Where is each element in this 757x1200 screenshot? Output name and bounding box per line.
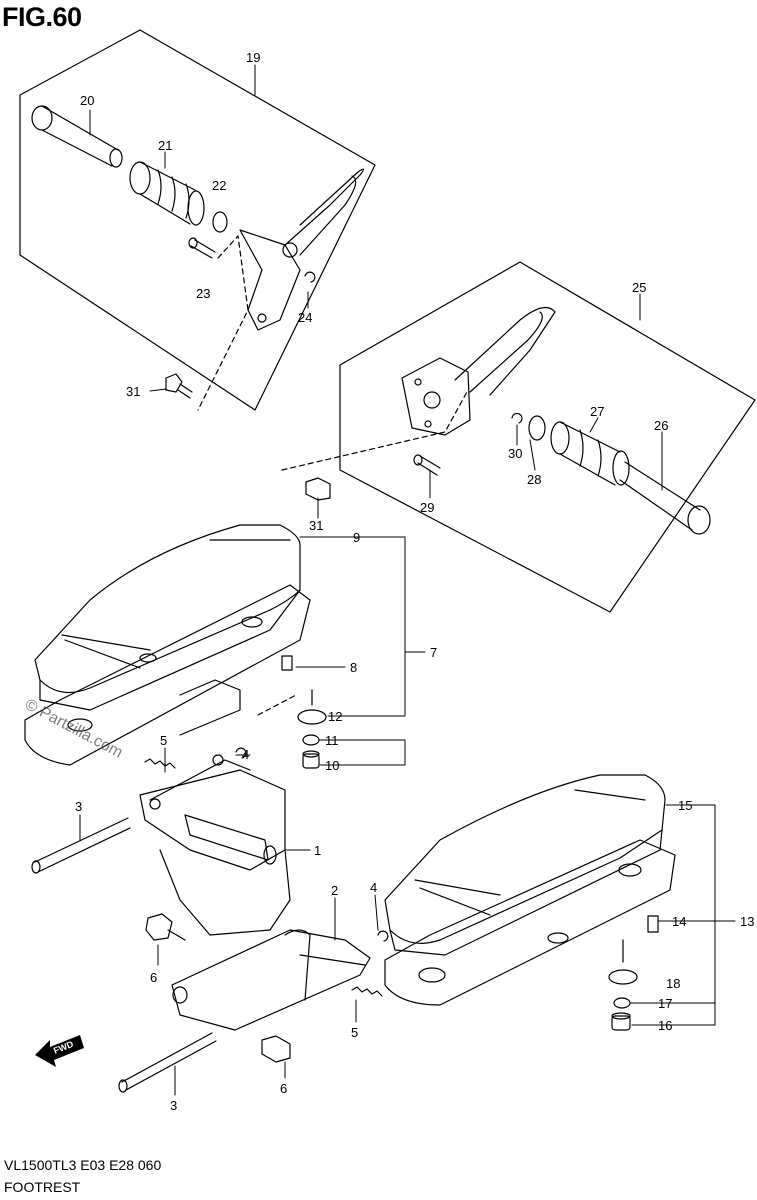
spring-part-5-upper	[144, 758, 176, 769]
bracket-right	[401, 306, 556, 436]
grip-part-21	[129, 161, 205, 226]
hinge-bracket-part-1	[139, 754, 291, 936]
clip-part-30	[511, 412, 523, 424]
washer-part-12	[297, 709, 327, 725]
callout-13: 13	[740, 914, 754, 929]
callout-28: 28	[527, 472, 541, 487]
callout-3-lower: 3	[170, 1098, 177, 1113]
washer-part-11	[302, 734, 320, 746]
callout-23: 23	[196, 286, 210, 301]
washer-part-22	[212, 211, 228, 233]
callout-22: 22	[212, 178, 226, 193]
callout-15: 15	[678, 798, 692, 813]
callout-20: 20	[80, 93, 94, 108]
callout-4-lower: 4	[370, 880, 377, 895]
rod-part-3-upper	[31, 817, 131, 874]
assembly-25-outline	[339, 261, 756, 613]
callout-26: 26	[654, 418, 668, 433]
callout-25: 25	[632, 280, 646, 295]
callout-3-upper: 3	[75, 799, 82, 814]
callout-4-upper: 4	[242, 747, 249, 762]
callout-5-lower: 5	[351, 1025, 358, 1040]
lower-bracket-part-2	[171, 929, 371, 1031]
callout-21: 21	[158, 138, 172, 153]
callout-6-lower: 6	[280, 1081, 287, 1096]
washer-part-17	[613, 997, 631, 1009]
washer-part-18	[608, 969, 638, 985]
callout-30: 30	[508, 446, 522, 461]
clip-part-24	[304, 271, 316, 283]
footboard-right	[384, 774, 676, 1006]
bracket-upper-left	[239, 168, 365, 331]
callout-31-lower: 31	[309, 518, 323, 533]
rod-part-3-lower	[118, 1032, 217, 1093]
forward-arrow-icon: FWD	[35, 1035, 84, 1067]
clip-part-4-upper	[235, 747, 247, 759]
spring-part-5-lower	[351, 986, 383, 997]
callout-9: 9	[353, 530, 360, 545]
callout-5-upper: 5	[160, 733, 167, 748]
callout-7: 7	[430, 645, 437, 660]
bolt-part-14	[647, 915, 659, 933]
callout-1: 1	[314, 843, 321, 858]
rod-part-26	[619, 461, 711, 535]
bolt-part-31-upper	[165, 373, 193, 399]
footboard-left	[24, 524, 311, 766]
washer-part-28	[528, 415, 546, 441]
grip-part-27	[550, 421, 630, 486]
section-name: FOOTREST	[4, 1179, 81, 1195]
bolt-part-6-lower	[261, 1035, 291, 1063]
assembly-19-outline	[19, 29, 376, 411]
callout-2: 2	[331, 883, 338, 898]
callout-24: 24	[298, 310, 312, 325]
rod-part-20	[31, 105, 123, 168]
clip-part-4-lower	[377, 930, 389, 942]
nut-part-10	[302, 750, 320, 769]
callout-29: 29	[420, 500, 434, 515]
callout-6-upper: 6	[150, 970, 157, 985]
callout-12: 12	[328, 709, 342, 724]
bolt-part-8	[281, 655, 293, 671]
bolt-part-31-lower	[305, 477, 331, 501]
pin-part-23	[188, 237, 216, 259]
callout-27: 27	[590, 404, 604, 419]
bolt-part-6-upper	[145, 913, 186, 941]
nut-part-16	[611, 1012, 631, 1031]
callout-10: 10	[325, 758, 339, 773]
callout-19: 19	[246, 50, 260, 65]
callout-8: 8	[350, 660, 357, 675]
figure-title: FIG.60	[2, 2, 82, 32]
callout-17: 17	[658, 996, 672, 1011]
pin-part-29	[413, 454, 441, 476]
callout-31-upper: 31	[126, 384, 140, 399]
callout-14: 14	[672, 914, 686, 929]
model-code-line: VL1500TL3 E03 E28 060	[4, 1157, 162, 1173]
callout-11: 11	[325, 733, 339, 748]
callout-16: 16	[658, 1018, 672, 1033]
callout-18: 18	[666, 976, 680, 991]
